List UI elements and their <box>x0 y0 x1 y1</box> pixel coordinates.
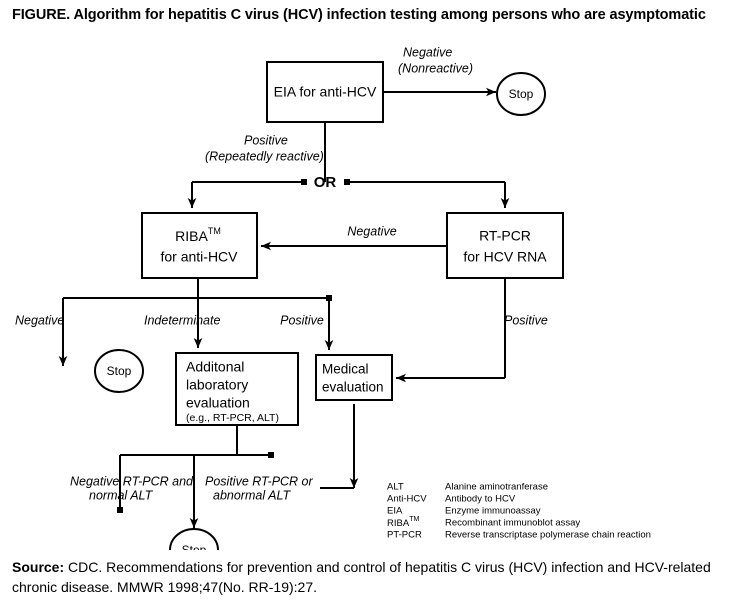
node-eia-label: EIA for anti-HCV <box>274 84 377 100</box>
legend-def-3: Recombinant immunoblot assay <box>445 518 580 529</box>
node-riba-label-line1: RIBATM <box>175 226 221 243</box>
node-medical-eval-line2: evaluation <box>322 380 384 395</box>
node-stop-bottom-label: Stop <box>182 543 207 550</box>
node-stop-top-label: Stop <box>509 87 534 101</box>
node-riba-box <box>141 212 258 279</box>
legend-def-2: Enzyme immunoassay <box>445 506 541 517</box>
legend-abbr-2: EIA <box>387 506 403 517</box>
node-additional-lab-line1: Additonal <box>186 359 244 375</box>
legend-abbr-3: RIBATM <box>387 516 419 529</box>
edge-label-riba-negative: Negative <box>15 313 64 327</box>
edge-label-lab-positive-line2: abnormal ALT <box>213 488 291 502</box>
edge-label-riba-indeterminate: Indeterminate <box>144 313 220 327</box>
node-medical-eval-box <box>315 354 393 401</box>
flowchart-svg: EIA for anti-HCV Negative (Nonreactive) … <box>15 45 651 572</box>
node-additional-lab-box <box>175 352 299 426</box>
node-rtpcr-box <box>446 212 564 279</box>
legend-group: ALT Alanine aminotranferase Anti-HCV Ant… <box>387 482 651 541</box>
legend-abbr-0: ALT <box>387 482 404 493</box>
node-or-label: OR <box>314 174 337 191</box>
junction-dot-lab-bus-right <box>268 452 274 458</box>
edge-label-rtpcr-negative: Negative <box>347 224 396 238</box>
legend-def-4: Reverse transcriptase polymerase chain r… <box>445 530 651 541</box>
edge-label-eia-negative-line2: (Nonreactive) <box>398 61 473 75</box>
flowchart-canvas: EIA for anti-HCV Negative (Nonreactive) … <box>0 40 751 572</box>
edge-label-eia-positive-line2: (Repeatedly reactive) <box>205 149 324 163</box>
legend-def-0: Alanine aminotranferase <box>445 482 548 493</box>
source-text: CDC. Recommendations for prevention and … <box>12 559 711 595</box>
legend-abbr-4: PT-PCR <box>387 530 422 541</box>
source-note: Source: CDC. Recommendations for prevent… <box>12 558 734 597</box>
page-title: FIGURE. Algorithm for hepatitis C virus … <box>12 7 706 23</box>
node-rtpcr-label-line2: for HCV RNA <box>463 249 547 265</box>
node-rtpcr-label-line1: RT-PCR <box>479 228 531 244</box>
edge-label-lab-negative-line2: normal ALT <box>89 488 154 502</box>
junction-dot-left <box>301 179 307 185</box>
node-stop-riba-negative-label: Stop <box>107 364 132 378</box>
edge-label-lab-positive-line1: Positive RT-PCR or <box>205 474 314 488</box>
node-stop-top-shape <box>496 72 546 116</box>
source-label: Source: <box>12 559 65 575</box>
node-additional-lab-line2: laboratory <box>186 377 248 393</box>
node-eia-box <box>266 61 384 123</box>
legend-def-1: Antibody to HCV <box>445 494 516 505</box>
node-additional-lab-sub: (e.g., RT-PCR, ALT) <box>186 412 279 424</box>
node-stop-riba-negative-shape <box>94 349 144 393</box>
edge-label-eia-positive-line1: Positive <box>244 133 288 147</box>
edge-label-riba-positive: Positive <box>280 313 324 327</box>
junction-dot-lab-left <box>117 507 123 513</box>
legend-abbr-1: Anti-HCV <box>387 494 427 505</box>
edge-label-rtpcr-positive: Positive <box>504 313 548 327</box>
node-additional-lab-line3: evaluation <box>186 395 250 411</box>
node-riba-label-line2: for anti-HCV <box>160 249 238 265</box>
node-medical-eval-line1: Medical <box>322 362 369 377</box>
edge-label-lab-negative-line1: Negative RT-PCR and <box>70 474 194 488</box>
edge-label-eia-negative-line1: Negative <box>403 45 452 59</box>
